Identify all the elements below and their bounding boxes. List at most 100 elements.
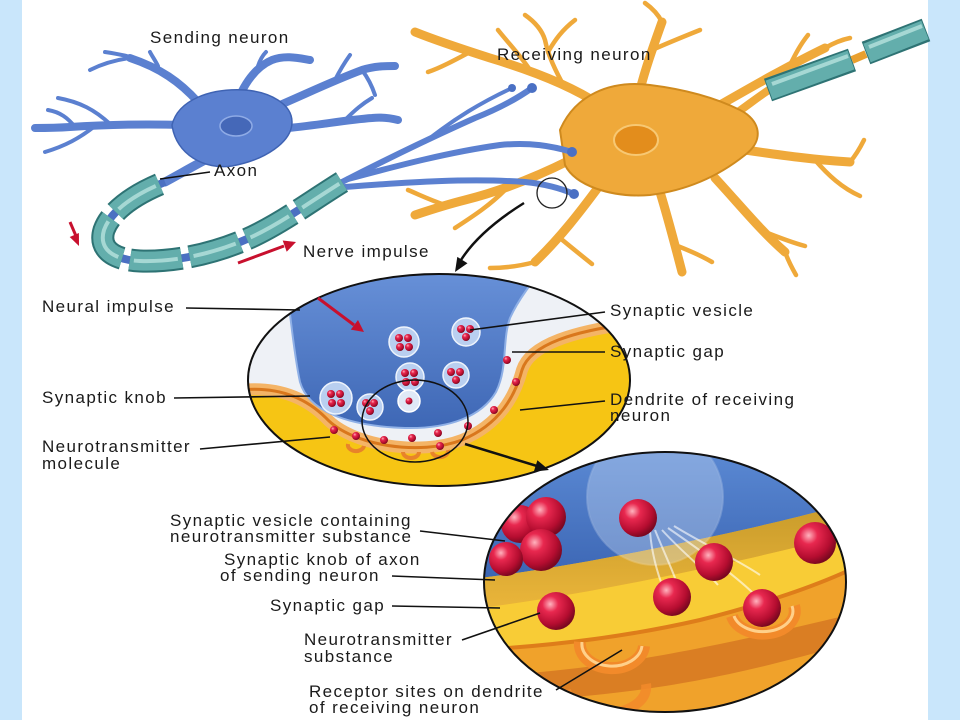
dendrite-branch xyxy=(642,0,665,25)
neurotransmitter-sphere xyxy=(520,529,562,571)
receiving-axon-myelin xyxy=(763,18,931,102)
dendrite-branch xyxy=(557,235,595,267)
right-border xyxy=(928,0,960,720)
receptor-site-highlight xyxy=(732,605,795,634)
impulse-arrow-head xyxy=(282,240,296,252)
zoom-arrow-head xyxy=(533,460,549,472)
dendrite-branch xyxy=(487,259,538,271)
synaptic-vesicle xyxy=(388,326,420,358)
neurotransmitter-dot xyxy=(456,368,464,376)
dendrite-branch xyxy=(672,242,715,265)
myelin-highlight xyxy=(868,24,923,49)
detail-closeup-border xyxy=(483,451,847,713)
neurotransmitter-dot xyxy=(401,369,409,377)
dendrite-branch xyxy=(46,108,77,129)
leader-neurotransmitter-molecule xyxy=(199,436,331,450)
synapse-closeup xyxy=(247,273,631,487)
neurotransmitter-molecule xyxy=(503,356,511,364)
neurotransmitter-dot xyxy=(411,378,419,386)
label-knob-of-axon-line2: of sending neuron xyxy=(220,566,380,585)
synaptic-vesicle xyxy=(451,317,481,347)
dendrite-branch xyxy=(782,249,799,278)
neurotransmitter-dot xyxy=(402,378,410,386)
neurotransmitter-molecule xyxy=(408,434,416,442)
neurotransmitter-dot xyxy=(405,397,413,405)
receptor-site xyxy=(573,641,650,675)
synapse-closeup-border xyxy=(247,273,631,487)
leader-lines xyxy=(159,171,623,691)
zoom-arrow-head xyxy=(455,256,468,272)
dendrite-branch xyxy=(522,12,568,91)
receiving-dendrite-region xyxy=(248,322,630,486)
leader-neurotransmitter-substance xyxy=(461,612,541,641)
dendrite-branch xyxy=(43,124,97,154)
neurotransmitter-sphere xyxy=(695,543,733,581)
dendrite-branch xyxy=(56,96,112,126)
neurotransmitter-dot xyxy=(452,376,460,384)
axon-terminals xyxy=(337,85,577,197)
neurotransmitter-spheres xyxy=(489,497,836,630)
myelin-segment xyxy=(863,20,929,63)
sending-dendrite xyxy=(236,53,314,99)
label-synaptic-gap-detail: Synaptic gap xyxy=(270,596,385,615)
leader-synaptic-gap-detail xyxy=(391,605,501,609)
leader-neural-impulse xyxy=(185,307,301,311)
axon-myelin-sheath xyxy=(91,171,349,273)
axon-terminal-branch xyxy=(342,177,577,197)
receiving-dendrite xyxy=(410,155,575,220)
neurotransmitter-sphere xyxy=(743,589,781,627)
dendrite-branch xyxy=(787,32,811,68)
vesicle-membrane xyxy=(388,326,420,358)
neurotransmitter-molecule xyxy=(490,406,498,414)
sending-dendrite xyxy=(284,113,402,132)
dendrite-branch xyxy=(812,157,863,199)
synaptic-gap-detail xyxy=(483,451,847,713)
neurotransmitter-sphere xyxy=(537,592,575,630)
neurotransmitter-dot xyxy=(396,343,404,351)
terminal-knob xyxy=(527,83,537,93)
dendrite-branch xyxy=(405,187,448,208)
receiving-dendrite xyxy=(715,43,830,110)
synapse-contents xyxy=(248,274,630,486)
nerve-impulse-arrows xyxy=(68,221,296,265)
receiving-nucleus xyxy=(613,124,659,156)
zoom-arrow-shaft xyxy=(464,442,538,468)
dendrite-branch xyxy=(88,56,132,72)
dendrite-branch xyxy=(649,27,703,53)
label-dendrite-line1: Dendrite of receiving xyxy=(610,390,795,409)
label-neurotransmitter-substance-line1: Neurotransmitter xyxy=(304,630,453,649)
axon-terminal-branch xyxy=(423,86,514,144)
impulse-arrow-shaft xyxy=(68,221,78,237)
synapse-zoom-marker xyxy=(536,177,568,209)
receiving-dendrite xyxy=(740,145,855,167)
terminal-knob xyxy=(508,84,516,92)
neural-impulse-arrow-shaft xyxy=(317,296,355,327)
label-synaptic-gap: Synaptic gap xyxy=(610,342,725,361)
neurotransmitter-dot xyxy=(395,334,403,342)
dendrite-branch xyxy=(757,227,808,249)
neurotransmitter-molecule xyxy=(436,442,444,450)
released-neurotransmitters xyxy=(330,356,520,450)
label-receiving-neuron: Receiving neuron xyxy=(497,45,652,64)
leader-axon xyxy=(159,171,211,180)
neurotransmitter-molecule xyxy=(352,432,360,440)
neurotransmitter-molecule xyxy=(512,378,520,386)
axon-terminal-branch xyxy=(337,85,535,186)
neurotransmitter-dot xyxy=(404,334,412,342)
label-nerve-impulse: Nerve impulse xyxy=(303,242,430,261)
leader-dendrite xyxy=(519,400,606,411)
receiving-dendrites-main xyxy=(410,17,855,277)
receiving-dendrite xyxy=(710,173,790,257)
receiving-dendrite-branches xyxy=(405,0,867,278)
dendrite-branch xyxy=(822,35,853,51)
neurotransmitter-sphere xyxy=(526,497,566,537)
leader-vesicle-containing xyxy=(419,530,506,542)
dendrite-branch xyxy=(333,53,352,82)
vesicle-membrane xyxy=(442,361,470,389)
knob-membrane xyxy=(484,500,846,608)
receiving-dendrite xyxy=(530,180,605,267)
label-synaptic-knob: Synaptic knob xyxy=(42,388,167,407)
sending-dendrite-branches xyxy=(43,50,377,154)
vesicle-membrane xyxy=(451,317,481,347)
